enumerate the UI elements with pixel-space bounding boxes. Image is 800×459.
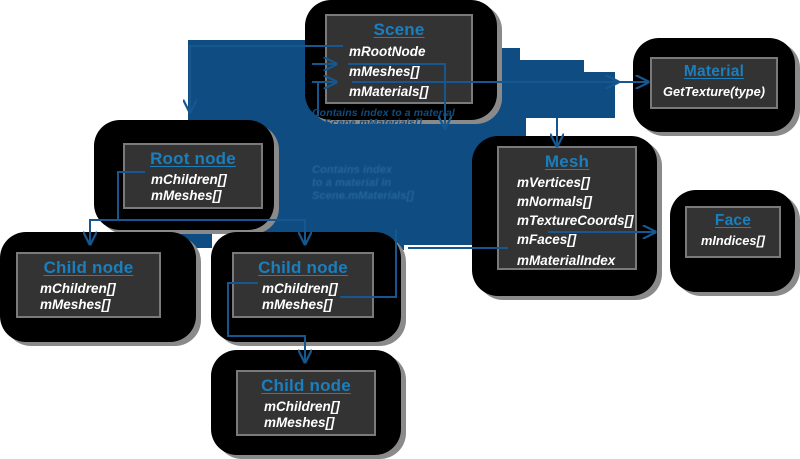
material-box[interactable]: Material GetTexture(type) [650,57,778,109]
child-node-left-title: Child node [43,258,134,277]
child-node-left-fields: mChildren[] mMeshes[] [26,281,151,313]
material-title: Material [683,63,745,80]
child-node-middle-field-mmeshes: mMeshes[] [262,296,333,312]
child-node-bottom-fields: mChildren[] mMeshes[] [246,399,366,431]
root-node-fields: mChildren[] mMeshes[] [133,172,253,204]
child-node-left-box[interactable]: Child node mChildren[] mMeshes[] [16,252,161,318]
mesh-field-mfaces: mFaces[] [517,231,577,247]
scene-fields: mRootNode mMeshes[] mMaterials[] [335,44,463,100]
face-title: Face [714,212,752,229]
child-node-bottom-field-mmeshes: mMeshes[] [264,414,335,430]
child-node-bottom-title: Child node [261,376,351,395]
scene-field-mrootnode: mRootNode [349,44,426,59]
scene-field-mmeshes: mMeshes[] [349,63,420,79]
mesh-field-mvertices: mVertices[] [517,175,591,190]
mesh-field-mtexturecoords: mTextureCoords[] [517,212,634,228]
child-node-middle-box[interactable]: Child node mChildren[] mMeshes[] [232,252,374,318]
child-node-middle-fields: mChildren[] mMeshes[] [242,281,364,313]
child-node-bottom-field-mchildren: mChildren[] [264,399,340,414]
scene-title: Scene [373,20,425,39]
child-node-left-field-mmeshes: mMeshes[] [40,296,111,312]
material-field-gettexture: GetTexture(type) [663,84,765,99]
mesh-field-mnormals: mNormals[] [517,193,593,209]
scene-field-mmaterials: mMaterials[] [349,83,429,99]
mesh-title: Mesh [544,152,590,171]
faint-material-index-note: Contains index to a material in Scene.mM… [312,164,415,202]
root-node-title: Root node [150,149,236,168]
child-node-left-field-mchildren: mChildren[] [40,281,116,296]
face-fields: mIndices[] [695,233,771,248]
mesh-box[interactable]: Mesh mVertices[] mNormals[] mTextureCoor… [497,146,637,270]
mesh-field-mmaterialindex: mMaterialIndex [517,252,616,268]
root-node-box[interactable]: Root node mChildren[] mMeshes[] [123,143,263,209]
child-node-middle-field-mchildren: mChildren[] [262,281,338,296]
material-fields: GetTexture(type) [660,84,768,99]
child-node-middle-title: Child node [258,258,348,277]
child-node-bottom-box[interactable]: Child node mChildren[] mMeshes[] [236,370,376,436]
face-box[interactable]: Face mIndices[] [685,206,781,258]
root-node-field-mmeshes: mMeshes[] [151,187,222,203]
material-index-note-line2: in Scene.mMaterials[] [312,117,423,129]
scene-box[interactable]: Scene mRootNode mMeshes[] mMaterials[] [325,14,473,104]
face-field-mindices: mIndices[] [701,233,765,248]
mesh-fields: mVertices[] mNormals[] mTextureCoords[] … [507,175,634,269]
root-node-field-mchildren: mChildren[] [151,172,227,187]
